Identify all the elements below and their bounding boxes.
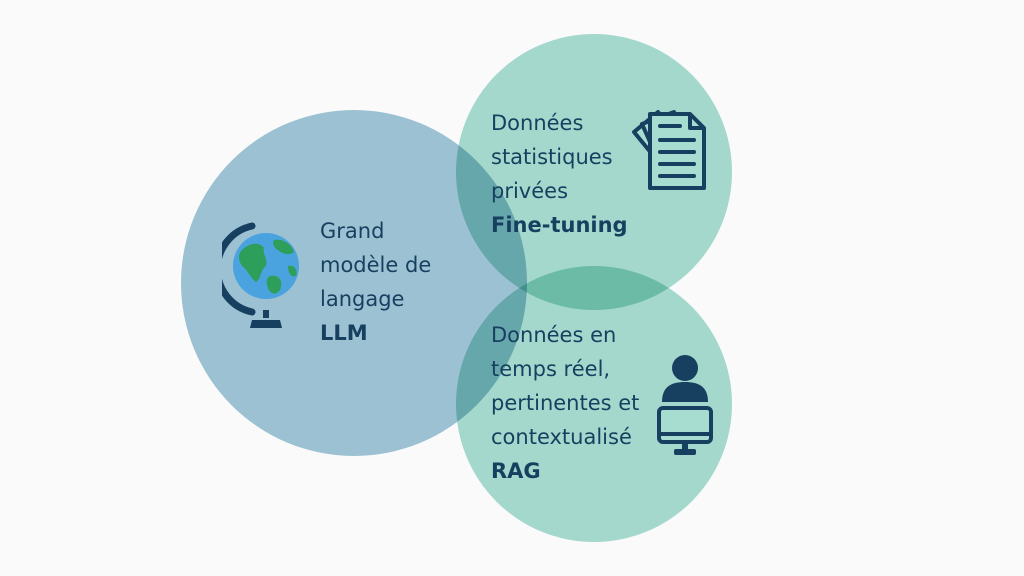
- finetuning-label: Données statistiques privées Fine-tuning: [491, 106, 628, 242]
- globe-icon: [222, 222, 299, 328]
- finetuning-line-3: privées: [491, 179, 569, 203]
- llm-line-2: modèle de: [320, 253, 432, 277]
- person-computer-icon: [657, 355, 713, 455]
- llm-label: Grand modèle de langage LLM: [320, 214, 431, 350]
- rag-line-3: pertinentes et: [491, 391, 640, 415]
- llm-line-3: langage: [320, 287, 405, 311]
- llm-acronym: LLM: [320, 321, 368, 345]
- rag-label: Données en temps réel, pertinentes et co…: [491, 318, 639, 488]
- finetuning-line-1: Données: [491, 111, 584, 135]
- rag-line-2: temps réel,: [491, 357, 611, 381]
- finetuning-line-2: statistiques: [491, 145, 613, 169]
- llm-line-1: Grand: [320, 219, 385, 243]
- rag-line-1: Données en: [491, 323, 617, 347]
- rag-method: RAG: [491, 459, 541, 483]
- documents-icon: [632, 110, 706, 190]
- rag-line-4: contextualisé: [491, 425, 632, 449]
- finetuning-method: Fine-tuning: [491, 213, 628, 237]
